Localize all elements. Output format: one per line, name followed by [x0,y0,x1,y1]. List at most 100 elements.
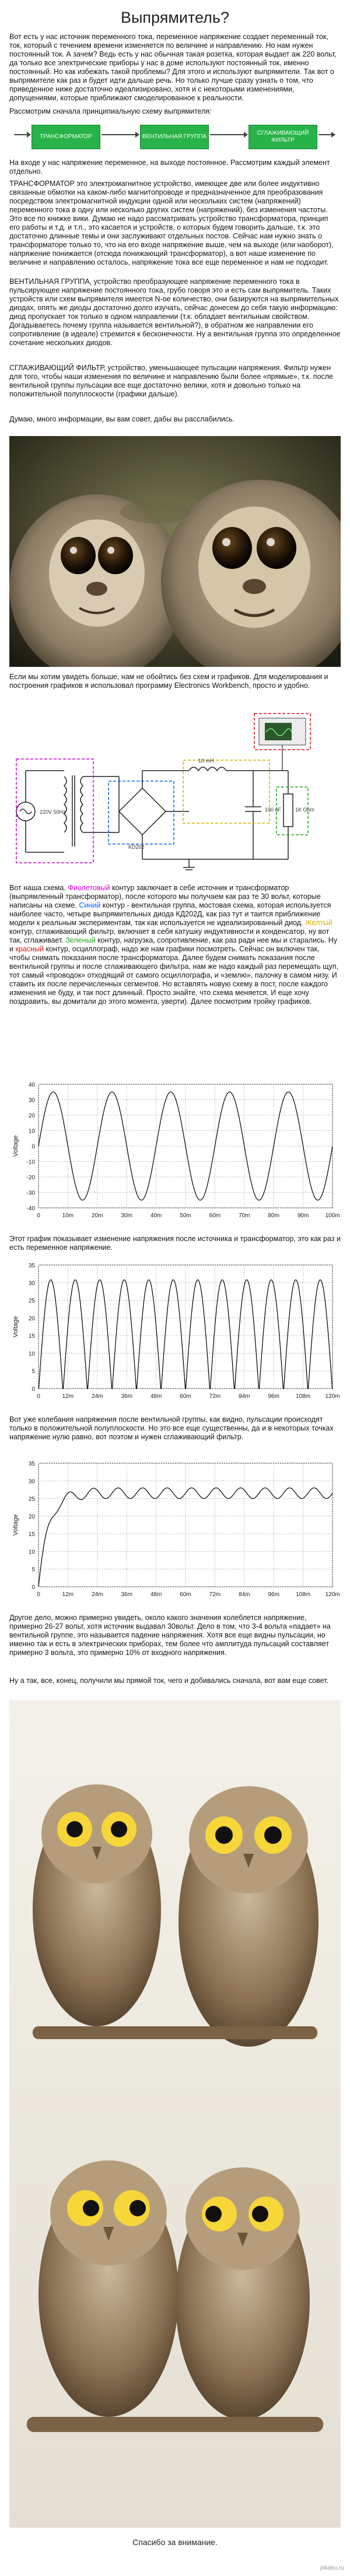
x-tick-label: 96m [268,1591,279,1598]
elements-paragraph: На входе у нас напряжение переменное, на… [9,159,330,175]
voltage-series-line [38,1091,333,1201]
y-tick-label: 10 [29,1129,36,1135]
y-tick-label: 0 [32,1584,35,1591]
owls-photo [9,1700,341,2528]
scheme-description: Вот наша схема. Фиолетовый контур заключ… [9,884,339,1006]
x-tick-label: 40m [150,1213,162,1219]
y-tick-label: 10 [29,1549,36,1555]
output-arrow [318,132,335,138]
y-tick-label: 20 [29,1316,36,1322]
x-tick-label: 60m [209,1213,220,1219]
x-tick-label: 120m [325,1591,340,1598]
final-paragraph: Ну а так, все, конец, получили мы прямой… [9,1677,328,1685]
x-tick-label: 60m [180,1393,191,1400]
y-tick-label: 5 [32,1369,35,1375]
intro-paragraph: Вот есть у нас источник переменного тока… [9,33,337,102]
x-tick-label: 72m [209,1393,220,1400]
x-tick-label: 0 [37,1591,40,1598]
relax-paragraph: Думаю, много информации, вы вам совет, д… [9,415,235,423]
x-tick-label: 0 [37,1213,40,1219]
circuit-schematic: 220V 50Hz 10 mH 100 uF 1K Ohm KD202 [14,707,336,876]
y-tick-label: 30 [29,1478,36,1485]
input-arrow [14,132,31,138]
y-tick-label: 25 [29,1298,36,1305]
x-tick-label: 60m [180,1591,191,1598]
y-tick-label: 25 [29,1496,36,1503]
y-tick-label: 30 [29,1280,36,1287]
post-title: Выпрямитель? [120,9,230,26]
filter-block: СГЛАЖИВАЮЩИЙ ФИЛЬТР [249,125,317,149]
y-tick-label: 40 [29,1082,36,1088]
block-diagram: ТРАНСФОРМАТОР ВЕНТИЛЬНАЯ ГРУППА СГЛАЖИВА… [14,119,336,155]
y-tick-label: 0 [32,1386,35,1393]
x-tick-label: 48m [150,1393,162,1400]
x-tick-label: 24m [92,1591,103,1598]
voltage-series-line [38,1487,333,1587]
red-contour [254,713,311,750]
monkeys-photo [9,436,341,667]
y-tick-label: -40 [27,1206,36,1212]
y-tick-label: -10 [27,1159,36,1166]
fuchsia-contour [16,758,94,863]
arrow-2 [210,132,248,138]
fuchsia-highlight: Фиолетовый [68,884,110,892]
caption-graph-2: Вот уже колебания напряжения после венти… [9,1415,334,1441]
scheme-intro-paragraph: Рассмотрим сначала принципиальную схему … [9,107,212,115]
voltage-series-line [38,1279,333,1389]
y-tick-label: 10 [29,1351,36,1357]
blue-highlight: Синий [79,901,101,909]
owl-pair-bottom [27,2160,323,2432]
x-tick-label: 80m [268,1213,279,1219]
x-tick-label: 30m [121,1213,132,1219]
filter-paragraph: СГЛАЖИВАЮЩИЙ ФИЛЬТР, устройство, уменьша… [9,364,334,398]
diode-label: KD202 [128,844,145,850]
x-tick-label: 108m [296,1591,310,1598]
y-tick-label: 0 [32,1144,35,1150]
y-tick-label: 30 [29,1098,36,1104]
x-tick-label: 12m [62,1591,74,1598]
x-tick-label: 20m [92,1213,103,1219]
source-label: 220V 50Hz [40,809,66,815]
owl-pair-top [33,1784,318,2047]
x-tick-label: 36m [121,1591,132,1598]
rectifier-block: ВЕНТИЛЬНАЯ ГРУППА [140,125,209,149]
y-tick-label: 20 [29,1113,36,1119]
y-tick-label: 35 [29,1263,36,1269]
x-tick-label: 120m [325,1393,340,1400]
green-highlight: Зеленый [65,936,96,944]
red-highlight: красный [15,945,44,953]
caption-graph-1: Этот график показывает изменение напряже… [9,1235,341,1252]
closing-text: Спасибо за внимание. [132,2538,218,2547]
load-label: 1K Ohm [295,807,314,813]
green-contour [276,786,309,835]
y-tick-label: 20 [29,1514,36,1520]
x-tick-label: 24m [92,1393,103,1400]
x-tick-label: 0 [37,1393,40,1400]
y-tick-label: 15 [29,1531,36,1538]
x-tick-label: 12m [62,1393,74,1400]
transformer-block: ТРАНСФОРМАТОР [32,125,100,149]
y-tick-label: 35 [29,1461,36,1467]
workbench-paragraph: Если мы хотим увидеть больше, нам не обо… [9,673,328,690]
monkeys-illustration [9,436,341,667]
x-tick-label: 36m [121,1393,132,1400]
y-axis-label: Voltage [12,1136,19,1157]
inductor-label: 10 mH [198,758,214,764]
x-tick-label: 84m [239,1393,250,1400]
x-tick-label: 84m [239,1591,250,1598]
y-axis-label: Voltage [12,1514,19,1536]
yellow-contour [183,760,270,824]
x-tick-label: 10m [62,1213,74,1219]
capacitor-label: 100 uF [265,807,282,813]
watermark: pikabu.ru [320,2565,344,2571]
blue-contour [108,781,174,845]
x-tick-label: 108m [296,1393,310,1400]
x-tick-label: 48m [150,1591,162,1598]
x-tick-label: 90m [298,1213,309,1219]
y-tick-label: 5 [32,1567,35,1573]
x-tick-label: 70m [239,1213,250,1219]
